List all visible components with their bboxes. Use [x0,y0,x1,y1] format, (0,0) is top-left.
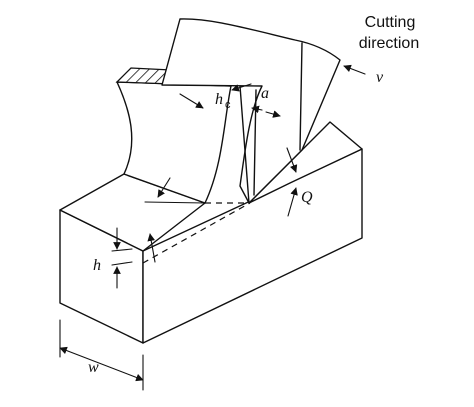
velocity-arrow [343,64,366,75]
angle-arrow-left [251,105,263,114]
angle-label: a [261,85,269,102]
chip-thickness-arrow-left [179,93,204,109]
width-dimension-arrow [59,346,144,382]
force-label: Q [301,189,313,206]
chip-thickness-arrow-right [231,83,252,92]
chip-thickness-subscript: c [225,99,231,111]
force-arrow-lower [287,187,298,217]
chip-thickness-label: h [215,91,223,108]
tool-body [161,18,341,204]
force-arrow-upper [286,147,298,173]
depth-of-cut-hidden-line [142,202,251,264]
cutting-direction-label-line1: Cutting [365,14,416,31]
angle-arrow-right [265,110,281,118]
velocity-label: v [376,69,384,86]
workpiece [59,121,363,344]
depth-arrow-side [147,233,156,263]
cutting-tool [161,18,341,204]
width-label: w [88,359,99,376]
cutting-direction-label-line2: direction [359,35,419,52]
depth-of-cut-label: h [93,257,101,274]
